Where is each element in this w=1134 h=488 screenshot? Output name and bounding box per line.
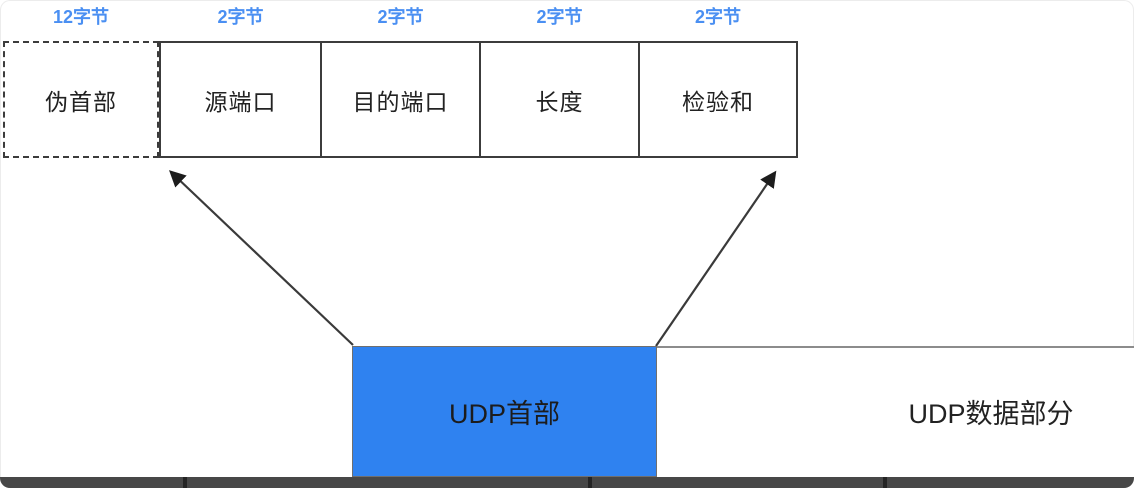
byte-size-label-pseudo-header: 12字节	[52, 7, 110, 27]
video-progress-bar[interactable]	[0, 477, 1134, 488]
arrow-right-icon	[655, 170, 777, 347]
progress-tick	[588, 477, 592, 488]
byte-size-label-source-port: 2字节	[217, 7, 264, 27]
byte-size-label-checksum: 2字节	[694, 7, 741, 27]
udp-header-segment-label: UDP首部	[448, 399, 560, 429]
field-box-checksum: 检验和	[638, 41, 798, 158]
byte-size-label-dest-port: 2字节	[377, 7, 424, 27]
field-label-source-port: 源端口	[204, 88, 277, 115]
progress-tick	[883, 477, 887, 488]
udp-data-segment-label: UDP数据部分	[908, 399, 1074, 429]
field-box-source-port: 源端口	[159, 41, 322, 158]
arrow-left-icon	[169, 170, 354, 346]
progress-tick	[183, 477, 187, 488]
field-box-pseudo-header: 伪首部	[3, 41, 159, 158]
byte-size-label-length: 2字节	[536, 7, 583, 27]
field-label-pseudo-header: 伪首部	[45, 88, 117, 115]
udp-header-segment: UDP首部	[352, 346, 657, 477]
udp-data-segment	[655, 346, 1134, 477]
field-box-dest-port: 目的端口	[320, 41, 481, 158]
field-label-dest-port: 目的端口	[352, 88, 449, 115]
field-label-length: 长度	[535, 88, 584, 115]
field-box-length: 长度	[479, 41, 640, 158]
field-label-checksum: 检验和	[682, 88, 754, 115]
